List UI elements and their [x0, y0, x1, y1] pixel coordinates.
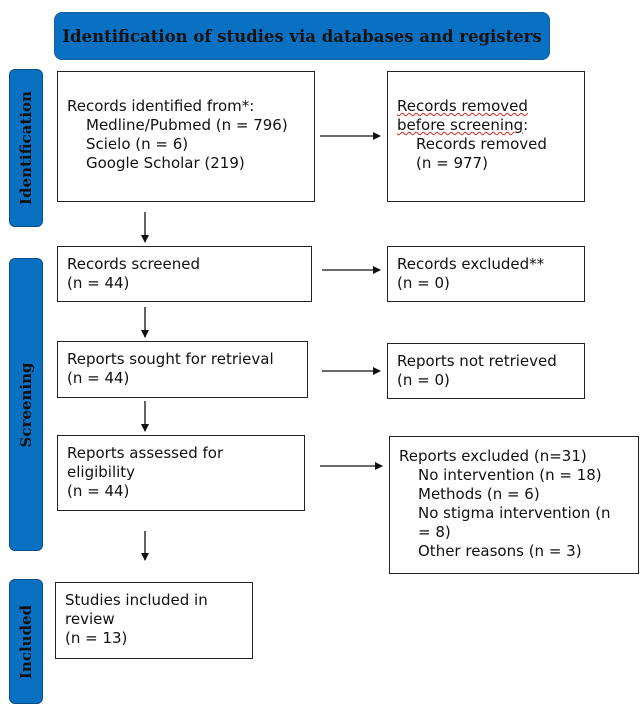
- studies-included-title-2: review: [65, 610, 115, 628]
- reports-assessed-title-2: eligibility: [67, 463, 136, 481]
- records-removed-detail: Records removed: [416, 135, 547, 153]
- records-identified-title: Records identified from*:: [67, 97, 255, 115]
- exclusion-reason: Other reasons (n = 3): [418, 542, 582, 560]
- exclusion-reason: Methods (n = 6): [418, 485, 540, 503]
- reports-sought-count: (n = 44): [67, 369, 130, 387]
- flow-title-banner: Identification of studies via databases …: [54, 12, 550, 60]
- exclusion-reason: No stigma intervention (n = 8): [418, 504, 611, 541]
- records-excluded-count: (n = 0): [397, 274, 450, 292]
- records-removed-title-1: Records removed: [397, 97, 575, 116]
- records-excluded-box: Records excluded** (n = 0): [387, 246, 585, 302]
- reports-sought-title: Reports sought for retrieval: [67, 350, 274, 368]
- studies-included-count: (n = 13): [65, 629, 128, 647]
- reports-not-retrieved-box: Reports not retrieved (n = 0): [387, 343, 585, 399]
- reports-assessed-title-1: Reports assessed for: [67, 444, 224, 462]
- source-item: Scielo (n = 6): [86, 135, 189, 153]
- studies-included-title-1: Studies included in: [65, 591, 208, 609]
- reports-not-retrieved-title: Reports not retrieved: [397, 352, 557, 370]
- records-screened-box: Records screened (n = 44): [57, 246, 312, 302]
- records-screened-title: Records screened: [67, 255, 201, 273]
- studies-included-box: Studies included in review (n = 13): [55, 582, 253, 659]
- exclusion-reason: No intervention (n = 18): [418, 466, 602, 484]
- records-removed-title-part1: Records removed: [397, 97, 528, 115]
- reports-excluded-title: Reports excluded (n=31): [399, 447, 587, 465]
- stage-included: Included: [9, 579, 43, 704]
- source-item: Google Scholar (219): [86, 154, 245, 172]
- records-removed-title-2: before screening:: [397, 116, 575, 135]
- reports-not-retrieved-count: (n = 0): [397, 371, 450, 389]
- records-excluded-title: Records excluded**: [397, 255, 545, 273]
- reports-excluded-box: Reports excluded (n=31) No intervention …: [389, 436, 639, 574]
- reports-assessed-count: (n = 44): [67, 482, 130, 500]
- records-removed-box: Records removed before screening: Record…: [387, 71, 585, 202]
- reports-sought-box: Reports sought for retrieval (n = 44): [57, 341, 308, 398]
- source-item: Medline/Pubmed (n = 796): [86, 116, 288, 134]
- records-removed-count: (n = 977): [416, 154, 488, 172]
- records-removed-colon: :: [523, 116, 529, 134]
- flow-title: Identification of studies via databases …: [62, 26, 542, 46]
- records-removed-title-part2: before screening: [397, 116, 524, 134]
- stage-identification: Identification: [9, 69, 43, 227]
- stage-screening: Screening: [9, 258, 43, 551]
- reports-assessed-box: Reports assessed for eligibility (n = 44…: [57, 435, 305, 511]
- records-identified-box: Records identified from*: Medline/Pubmed…: [57, 71, 315, 202]
- records-screened-count: (n = 44): [67, 274, 130, 292]
